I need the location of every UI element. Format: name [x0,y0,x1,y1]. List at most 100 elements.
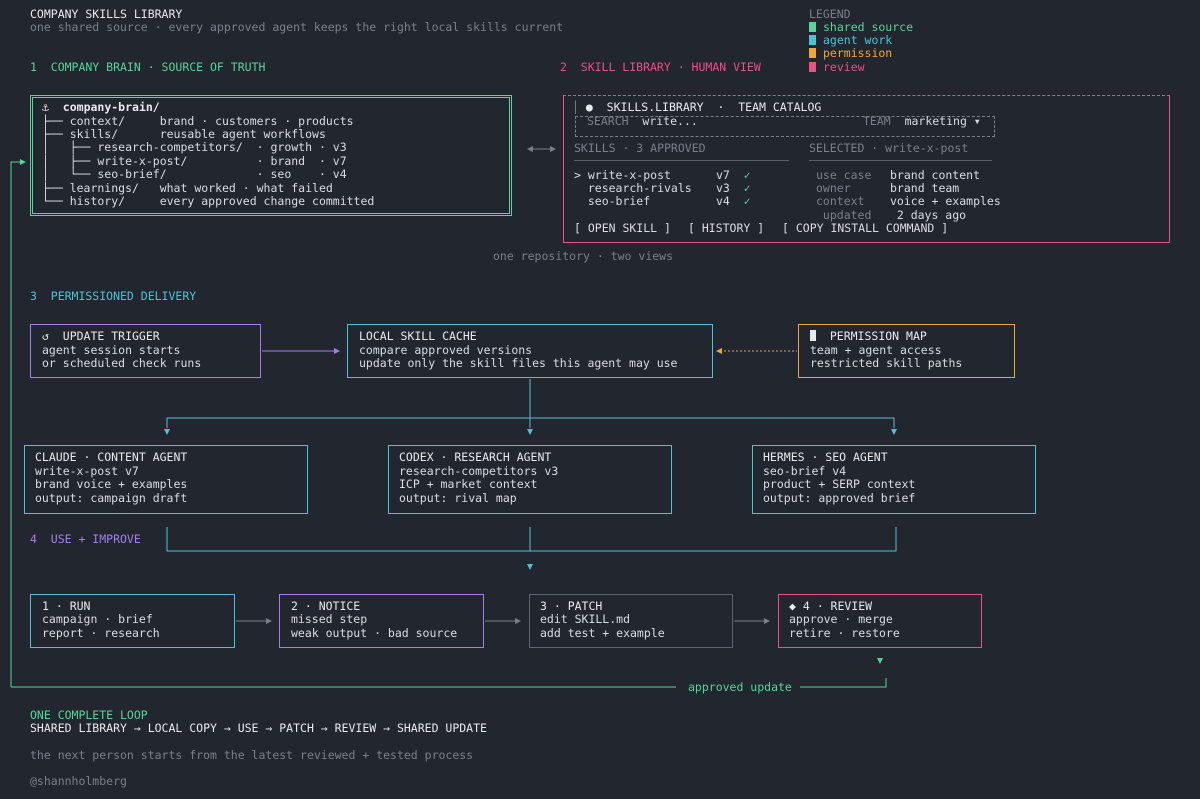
legend-swatch [809,35,816,45]
detail-key: context [816,194,865,208]
check-icon: ✓ [743,194,751,208]
author-credit: @shannholmberg [30,774,127,788]
company-brain-box [30,95,512,216]
skills-header-divider [574,160,789,161]
agent-title: CODEX · RESEARCH AGENT [399,450,552,464]
loop-step-line: weak output · bad source [291,626,458,640]
skill-version: v7 ✓ [716,168,751,182]
open-skill-button[interactable]: [ OPEN SKILL ] [574,221,671,235]
approved-update-label: approved update [688,680,792,694]
agent-title: HERMES · SEO AGENT [763,450,888,464]
brain-tree-context: ├── context/ brand · customers · product… [42,114,354,128]
skill-version: v4 ✓ [716,194,751,208]
section-4-label: 4 USE + IMPROVE [30,532,141,546]
loop-step-line: add test + example [540,626,665,640]
company-brain-root: ⚓ company-brain/ [42,100,160,114]
update-trigger-title: ↺ UPDATE TRIGGER [42,329,160,343]
section-1-label: 1 COMPANY BRAIN · SOURCE OF TRUTH [30,60,266,74]
detail-value: voice + examples [890,194,1001,208]
detail-value: 2 days ago [883,208,967,222]
permission-map-line: restricted skill paths [810,356,963,370]
skills-list-header: SKILLS · 3 APPROVED [574,141,706,155]
loop-step-line: campaign · brief [42,612,153,626]
page-title: COMPANY SKILLS LIBRARY [30,7,183,21]
loop-step-title: 2 · NOTICE [291,599,361,613]
agent-line: research-competitors v3 [399,464,559,478]
agent-line: brand voice + examples [35,477,188,491]
update-trigger-box [30,324,261,378]
section-3-label: 3 PERMISSIONED DELIVERY [30,289,197,303]
update-trigger-line: or scheduled check runs [42,356,202,370]
agent-line: write-x-post v7 [35,464,139,478]
repo-note: one repository · two views [493,249,674,263]
selected-header: SELECTED · write-x-post [809,141,969,155]
legend-swatch [809,48,816,58]
footer-title: ONE COMPLETE LOOP [30,708,148,722]
local-skill-cache-line: compare approved versions [359,343,533,357]
loop-step-title: ◆ 4 · REVIEW [789,599,873,613]
permission-map-line: team + agent access [810,343,942,357]
loop-step-run [30,594,235,648]
skill-row-research-rivals[interactable]: research-rivals [574,181,692,195]
skills-library-panel [563,95,1170,243]
permission-map-title: PERMISSION MAP [810,329,927,344]
loop-step-line: retire · restore [789,626,900,640]
loop-step-patch [529,594,733,648]
agent-line: seo-brief v4 [763,464,847,478]
loop-step-line: missed step [291,612,368,626]
library-title: │ ● SKILLS.LIBRARY · TEAM CATALOG [572,100,822,114]
agent-box-hermes [752,445,1036,514]
agent-box-claude [24,445,308,514]
legend-item-agent-work: agent work [809,33,892,48]
square-icon [810,330,816,341]
agent-line: product + SERP context [763,477,916,491]
brain-tree-write: │ ├── write-x-post/ · brand · v7 [42,154,347,168]
search-field[interactable]: SEARCH write... [587,114,698,128]
check-icon: ✓ [743,181,751,195]
brain-tree-skills: ├── skills/ reusable agent workflows [42,127,326,141]
legend-swatch [809,22,816,32]
agent-title: CLAUDE · CONTENT AGENT [35,450,188,464]
skill-row-write-x-post[interactable]: > write-x-post [574,168,671,182]
agent-line: ICP + market context [399,477,538,491]
detail-value: brand content [890,168,981,182]
brain-tree-research: │ ├── research-competitors/ · growth · v… [42,140,347,154]
legend-item-permission: permission [809,46,892,61]
loop-step-notice [279,594,484,648]
detail-key: use case [816,168,872,182]
permission-map-box [798,324,1015,378]
update-trigger-line: agent session starts [42,343,181,357]
selected-header-divider [809,160,992,161]
local-skill-cache-box [347,324,713,378]
loop-step-line: edit SKILL.md [540,612,631,626]
agent-line: output: rival map [399,491,517,505]
loop-step-title: 1 · RUN [42,599,91,613]
loop-step-line: approve · merge [789,612,893,626]
team-select[interactable]: TEAM marketing ▾ [863,114,981,128]
footer-flow: SHARED LIBRARY → LOCAL COPY → USE → PATC… [30,721,487,735]
skill-version: v3 ✓ [716,181,751,195]
loop-step-review [778,594,982,648]
page-subtitle: one shared source · every approved agent… [30,20,564,34]
brain-tree-seo: │ └── seo-brief/ · seo · v4 [42,167,347,181]
detail-value: brand team [890,181,960,195]
anchor-icon: ⚓ [42,100,49,114]
legend-item-review: review [809,60,865,75]
skill-row-seo-brief[interactable]: seo-brief [574,194,651,208]
footer-note: the next person starts from the latest r… [30,748,474,762]
local-skill-cache-line: update only the skill files this agent m… [359,356,678,370]
copy-install-command-button[interactable]: [ COPY INSTALL COMMAND ] [782,221,949,235]
agent-line: output: approved brief [763,491,916,505]
brain-tree-learnings: ├── learnings/ what worked · what failed [42,181,333,195]
circle-icon: ● [585,100,593,114]
search-bar [575,116,995,137]
legend-title: LEGEND [809,7,851,21]
brain-tree-history: └── history/ every approved change commi… [42,194,375,208]
legend-item-shared-source: shared source [809,20,913,35]
loop-step-title: 3 · PATCH [540,599,603,613]
detail-key: owner [816,181,851,195]
history-button[interactable]: [ HISTORY ] [688,221,765,235]
local-skill-cache-title: LOCAL SKILL CACHE [359,329,477,343]
section-2-label: 2 SKILL LIBRARY · HUMAN VIEW [560,60,761,74]
